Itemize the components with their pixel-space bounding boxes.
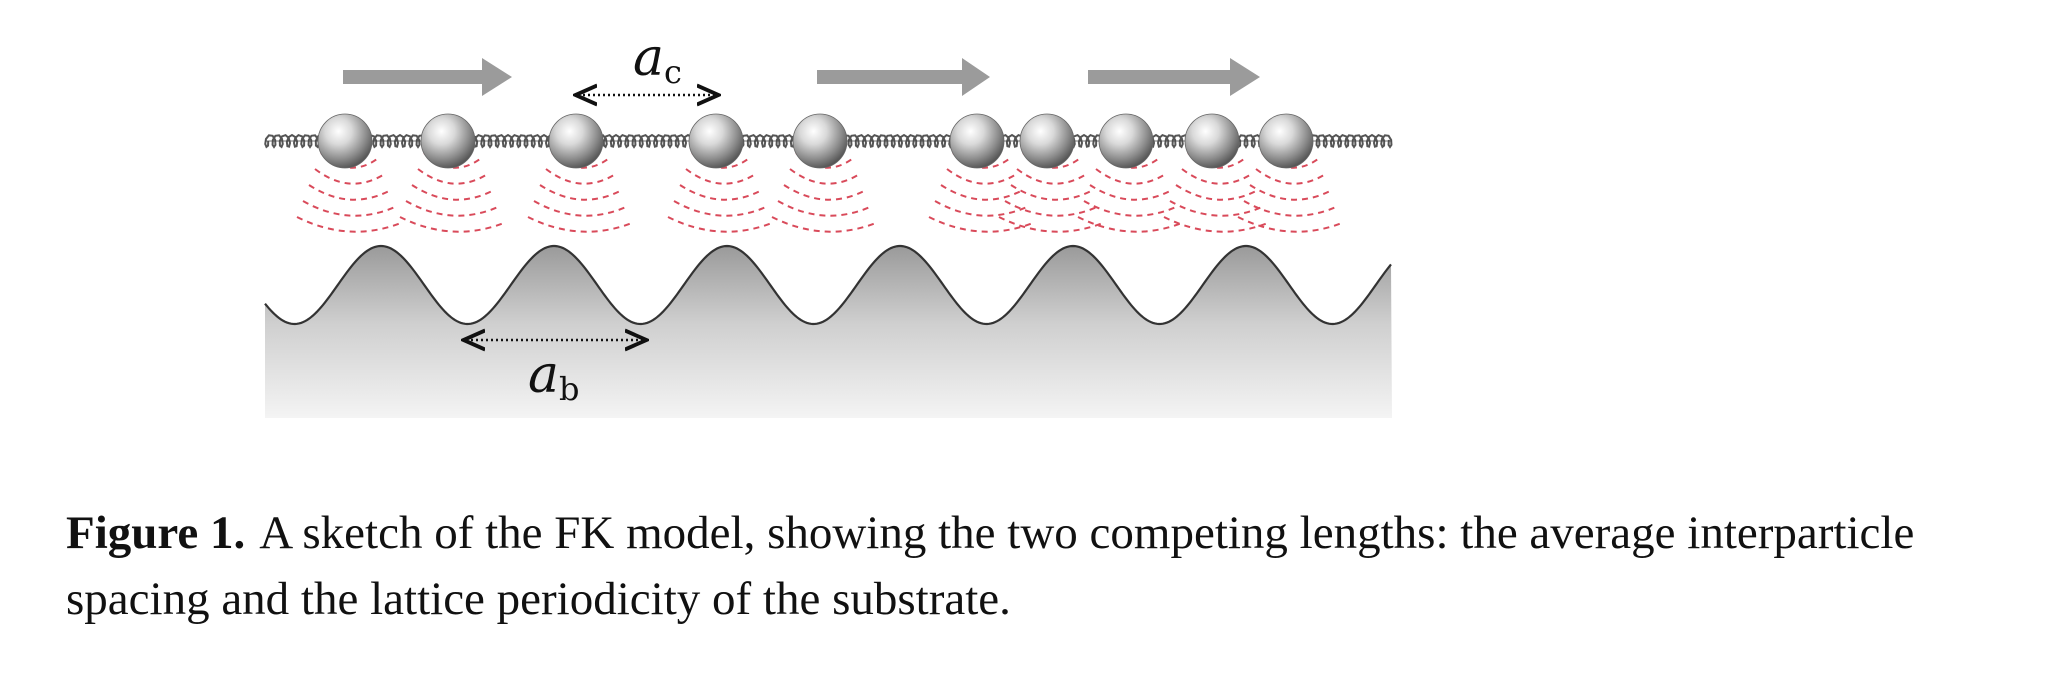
interaction-arc [417, 168, 487, 185]
interaction-arc [296, 216, 402, 233]
interaction-arc [789, 168, 859, 185]
interaction-arc [673, 200, 767, 217]
interaction-arc [998, 216, 1104, 233]
particle [420, 113, 476, 169]
interaction-arc [1089, 184, 1171, 201]
interaction-arc [1187, 152, 1245, 169]
caption-text: A sketch of the FK model, showing the tw… [66, 507, 1915, 625]
interaction-arc [320, 152, 378, 169]
interaction-arc [946, 168, 1016, 185]
particle [1019, 113, 1075, 169]
caption-label: Figure 1. [66, 507, 246, 559]
interaction-arc [685, 168, 755, 185]
drift-arrows [343, 58, 1260, 96]
interaction-arc [405, 200, 499, 217]
interaction-arcs [296, 152, 1343, 233]
interaction-arc [551, 152, 609, 169]
interaction-arc [539, 184, 621, 201]
interaction-arc [777, 200, 871, 217]
chain-spacing-label: ac [633, 28, 682, 91]
lattice-period-label: ab [528, 345, 580, 408]
interaction-arc [545, 168, 615, 185]
interaction-arc [1261, 152, 1319, 169]
interaction-arc [691, 152, 749, 169]
interaction-arc [1101, 152, 1159, 169]
particle [1184, 113, 1240, 169]
interaction-arc [795, 152, 853, 169]
interaction-arc [423, 152, 481, 169]
interaction-arc [1237, 216, 1343, 233]
interaction-arc [1255, 168, 1325, 185]
particle [1258, 113, 1314, 169]
interaction-arc [1083, 200, 1177, 217]
interaction-arc [940, 184, 1022, 201]
interaction-arc [1022, 152, 1080, 169]
interaction-arc [314, 168, 384, 185]
particle [317, 113, 373, 169]
interaction-arc [1010, 184, 1092, 201]
substrate-surface [265, 246, 1392, 418]
interaction-arc [1004, 200, 1098, 217]
drift-arrow-2 [817, 58, 990, 96]
interaction-arc [1095, 168, 1165, 185]
interaction-arc [952, 152, 1010, 169]
interaction-arc [308, 184, 390, 201]
particle [949, 113, 1005, 169]
interaction-arc [771, 216, 877, 233]
substrate-profile [264, 244, 1392, 326]
interaction-arc [1163, 216, 1269, 233]
drift-arrow-3 [1088, 58, 1260, 96]
interaction-arc [679, 184, 761, 201]
interaction-arc [302, 200, 396, 217]
interaction-arc [399, 216, 505, 233]
interaction-arc [527, 216, 633, 233]
particle [688, 113, 744, 169]
particles [317, 113, 1314, 169]
interaction-arc [1169, 200, 1263, 217]
particle [548, 113, 604, 169]
interaction-arc [934, 200, 1028, 217]
interaction-arc [1175, 184, 1257, 201]
interaction-arc [411, 184, 493, 201]
figure-panel: ac ab [264, 28, 1393, 418]
interaction-arc [1016, 168, 1086, 185]
interaction-arc [1077, 216, 1183, 233]
interaction-arc [667, 216, 773, 233]
interaction-arc [783, 184, 865, 201]
interaction-arc [928, 216, 1034, 233]
drift-arrow-1 [343, 58, 512, 96]
particle [1098, 113, 1154, 169]
interaction-arc [1181, 168, 1251, 185]
figure-caption: Figure 1.A sketch of the FK model, showi… [66, 500, 2006, 632]
interaction-arc [533, 200, 627, 217]
interaction-arc [1243, 200, 1337, 217]
fk-model-sketch: ac ab [264, 28, 1393, 418]
particle [792, 113, 848, 169]
interaction-arc [1249, 184, 1331, 201]
